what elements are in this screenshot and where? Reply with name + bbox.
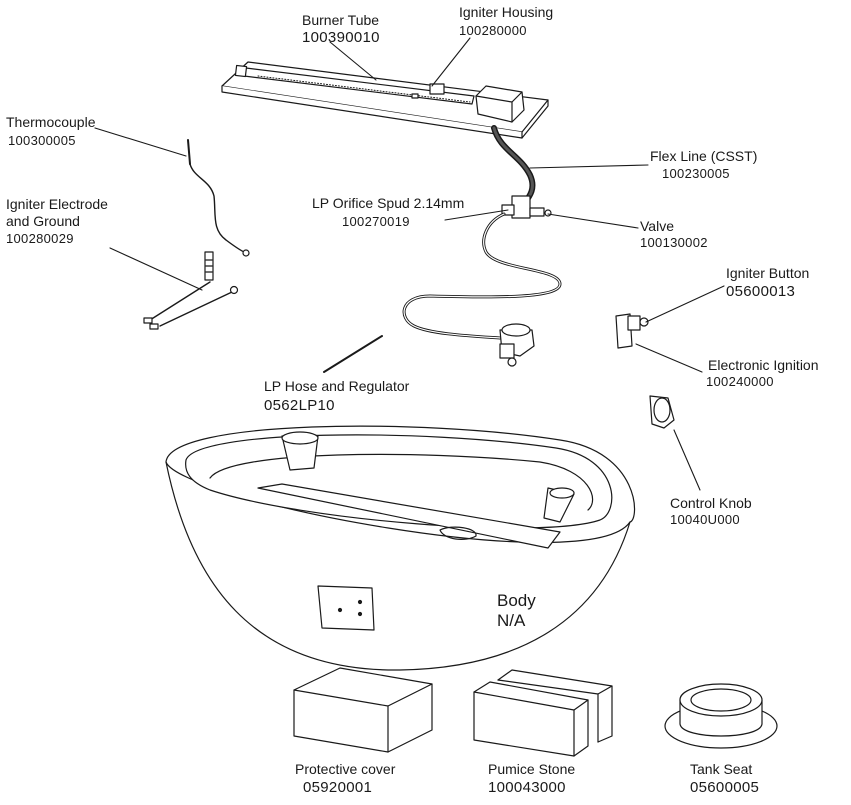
burner-tube-number: 100390010 (302, 29, 380, 46)
igniter-housing (411, 83, 525, 123)
valve-label: Valve (640, 218, 674, 234)
igniter-electrode-number: 100280029 (6, 231, 74, 246)
body-number: N/A (497, 611, 526, 630)
lp-orifice-label: LP Orifice Spud 2.14mm (312, 195, 465, 211)
flex-line-number: 100230005 (662, 166, 730, 181)
burner-tube-label: Burner Tube (302, 12, 380, 28)
valve-number: 100130002 (640, 235, 708, 250)
body-label: Body (497, 591, 536, 610)
igniter-button-part (615, 313, 649, 349)
electronic-ignition-label: Electronic Ignition (708, 357, 819, 373)
lp-orifice-number: 100270019 (342, 214, 410, 229)
lp-hose (402, 212, 562, 340)
flex-line (491, 125, 536, 207)
lp-hose-label: LP Hose and Regulator (264, 378, 410, 394)
control-knob-label: Control Knob (670, 495, 752, 511)
protective-cover-number: 05920001 (303, 779, 373, 796)
thermocouple-number: 100300005 (8, 133, 76, 148)
tank-seat-number: 05600005 (690, 779, 760, 796)
valve-assembly (501, 195, 552, 219)
fire-bowl-body (165, 425, 636, 671)
tank-seat-part (664, 683, 778, 749)
pumice-stone-label: Pumice Stone (488, 761, 576, 777)
igniter-electrode-label-1: Igniter Electrode (6, 196, 108, 212)
regulator (499, 323, 535, 367)
pumice-stone-part (473, 669, 613, 757)
control-knob-number: 10040U000 (670, 512, 740, 527)
leader-lines (94, 37, 725, 491)
igniter-electrode (143, 251, 239, 330)
control-knob-part (649, 395, 675, 429)
igniter-electrode-label-2: and Ground (6, 213, 80, 229)
igniter-housing-label: Igniter Housing (459, 4, 554, 20)
tank-seat-label: Tank Seat (690, 761, 753, 777)
flex-line-label: Flex Line (CSST) (650, 148, 758, 164)
lp-hose-number: 0562LP10 (264, 397, 335, 414)
electronic-ignition-number: 100240000 (706, 374, 774, 389)
protective-cover-label: Protective cover (295, 761, 396, 777)
thermocouple (187, 139, 250, 257)
pumice-stone-number: 100043000 (488, 779, 566, 796)
thermocouple-label: Thermocouple (6, 114, 96, 130)
igniter-button-number: 05600013 (726, 283, 796, 300)
igniter-button-label: Igniter Button (726, 265, 810, 281)
igniter-housing-number: 100280000 (459, 23, 527, 38)
protective-cover-part (293, 667, 433, 753)
